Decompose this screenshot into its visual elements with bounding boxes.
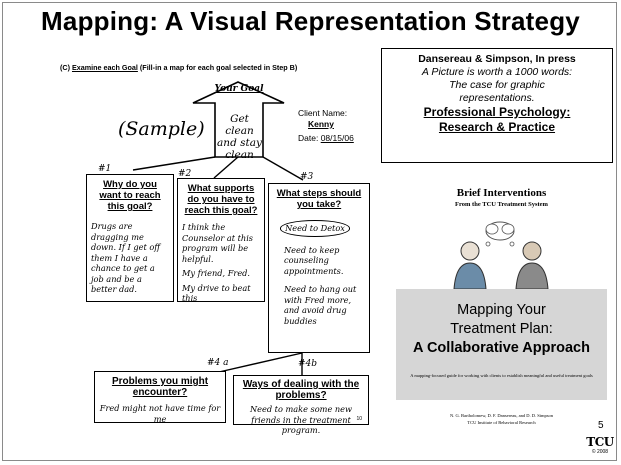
book-main-title-3: A Collaborative Approach [413, 340, 590, 356]
box3-question: What steps should you take? [276, 188, 362, 210]
citation-box: Dansereau & Simpson, In press A Picture … [381, 48, 613, 163]
box2-question: What supports do you have to reach this … [184, 183, 258, 216]
client-name-label: Client Name: [298, 108, 348, 118]
box1-number: #1 [98, 164, 112, 174]
citation-journal-1: Professional Psychology: [423, 105, 571, 119]
date-value: 08/15/06 [320, 133, 354, 143]
client-info: Client Name: Kenny Date: 08/15/06 [298, 108, 354, 144]
box-problems: Problems you might encounter? Fred might… [94, 371, 226, 424]
box4b-number: #4b [298, 359, 318, 369]
book-authors: N. G. Bartholomew, D. F. Dansereau, and … [450, 413, 553, 418]
box3-number: #3 [300, 172, 314, 182]
box-why: Why do you want to reach this goal? Drug… [86, 174, 174, 302]
sample-label: (Sample) [118, 118, 205, 140]
box3-step-1: Need to keep counseling appointments. [284, 244, 344, 276]
citation-title-3: representations. [459, 92, 535, 104]
slide-title: Mapping: A Visual Representation Strateg… [41, 6, 580, 36]
box-supports: What supports do you have to reach this … [177, 178, 265, 304]
your-goal-arrow [192, 81, 285, 158]
page-number: 5 [598, 420, 604, 431]
book-main-title-1: Mapping Your [457, 302, 546, 318]
box4b-page-ref: 10 [356, 416, 362, 422]
box1-answer: Drugs are dragging me down. If I get off… [91, 221, 161, 294]
goal-text: Get clean and stay clean [217, 113, 262, 161]
box2-answer-2: My friend, Fred. [182, 268, 251, 278]
book-main-title-2: Treatment Plan: [450, 321, 553, 337]
tcu-logo-year: © 2008 [591, 449, 609, 455]
citation-title-2: The case for graphic [449, 79, 545, 91]
book-institute: TCU Institute of Behavioral Research [467, 420, 536, 425]
box4a-number: #4 a [207, 358, 229, 368]
citation-authors: Dansereau & Simpson, In press [418, 53, 576, 65]
slide-frame [2, 2, 617, 461]
tcu-logo: TCU [586, 435, 614, 449]
box3-oval: Need to Detox [280, 220, 350, 237]
book-title-band [396, 289, 607, 400]
box3-step-2: Need to hang out with Fred more, and avo… [284, 284, 357, 326]
map-heading: (C) Examine each Goal (Fill-in a map for… [60, 63, 298, 72]
book-main-title: Mapping Your Treatment Plan: A Collabora… [396, 301, 607, 358]
box2-number: #2 [178, 169, 192, 179]
book-tagline: A mapping-focused guide for working with… [410, 373, 593, 378]
client-name-value: Kenny [308, 119, 334, 129]
box4b-answer: Need to make some new friends in the tre… [249, 404, 353, 435]
citation-journal-2: Research & Practice [438, 120, 556, 134]
box-dealing: Ways of dealing with the problems? Need … [233, 375, 369, 435]
box-steps: What steps should you take? Need to Deto… [268, 183, 370, 353]
box4a-question: Problems you might encounter? [111, 376, 209, 398]
box4a-answer: Fred might not have time for me [99, 403, 221, 424]
your-goal-label: Your Goal [214, 84, 264, 94]
book-series-title: Brief Interventions [456, 187, 547, 199]
date-label: Date: [298, 133, 319, 143]
box4b-question: Ways of dealing with the problems? [242, 379, 360, 401]
box2-answer-1: I think the Counselor at this program wi… [182, 222, 254, 264]
book-series-subtitle: From the TCU Treatment System [455, 201, 548, 208]
book-illustration [453, 221, 549, 289]
box2-answer-3: My drive to beat this [182, 282, 251, 304]
citation-title-1: A Picture is worth a 1000 words: [421, 66, 573, 78]
box1-question: Why do you want to reach this goal? [99, 179, 161, 212]
book-cover: Brief Interventions From the TCU Treatme… [396, 175, 607, 445]
